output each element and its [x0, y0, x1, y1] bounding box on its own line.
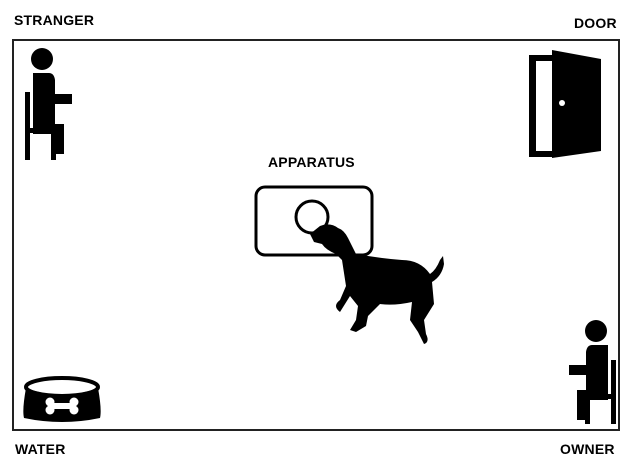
dog-icon [310, 224, 444, 344]
stranger-seated-person-icon [25, 48, 72, 160]
stranger-label: STRANGER [14, 12, 95, 28]
apparatus-label: APPARATUS [268, 154, 355, 170]
dog-bowl-icon [23, 376, 101, 422]
owner-seated-person-icon [569, 320, 616, 424]
room-outline [12, 39, 620, 431]
owner-label: OWNER [560, 441, 615, 457]
open-door-icon [529, 50, 601, 158]
bone-icon [45, 397, 79, 415]
water-label: WATER [15, 441, 66, 457]
door-label: DOOR [574, 15, 617, 31]
